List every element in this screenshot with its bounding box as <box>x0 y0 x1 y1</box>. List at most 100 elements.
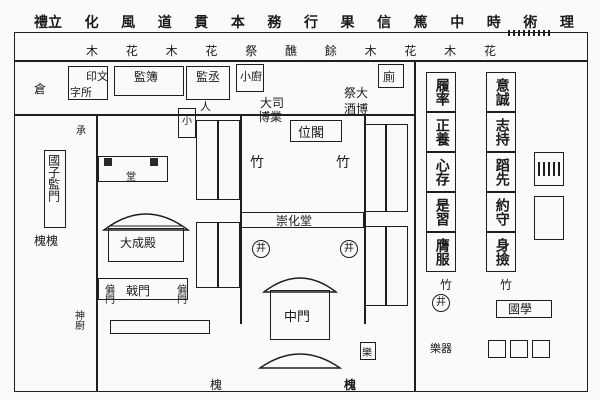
flower-char: 木 <box>444 44 457 58</box>
side-gate-left: 偏門 <box>102 284 114 304</box>
room-col-h <box>386 226 408 306</box>
room-col-g <box>364 226 386 306</box>
cheng-label: 承 <box>76 126 86 137</box>
banner-char: 果 <box>340 15 355 31</box>
banner-hatch-ornament <box>508 30 550 36</box>
guoxue-label: 國學 <box>508 302 533 316</box>
inner-wall-h2 <box>244 114 414 116</box>
xiaochu-label: 小廚 <box>240 70 262 83</box>
jianbo-label: 監簿 <box>134 70 159 84</box>
bamboo-3: 竹 <box>440 278 453 292</box>
flower-char: 木 <box>165 44 178 58</box>
yinwen-label: 印文 <box>86 70 108 83</box>
flower-char: 祭 <box>245 44 258 58</box>
bottom-right-room-3 <box>532 340 550 358</box>
central-gate-label: 中門 <box>284 310 311 325</box>
school-card: 履率 <box>426 72 456 112</box>
banner-char: 貫 <box>194 15 209 31</box>
banner-char: 風 <box>121 15 136 31</box>
zisuo-label: 字所 <box>70 86 92 99</box>
inner-wall-v-left <box>96 114 98 392</box>
flower-char: 花 <box>125 44 138 58</box>
bottom-gate-roof <box>258 353 342 369</box>
bamboo-1: 竹 <box>250 155 264 171</box>
small-room-xiao <box>178 108 196 138</box>
outer-frame <box>14 32 588 392</box>
dasi-label: 大司 <box>260 96 285 110</box>
east-block-top <box>534 152 564 186</box>
bottom-right-room-2 <box>510 340 528 358</box>
flower-char: 醮 <box>284 44 297 58</box>
school-card: 志持 <box>486 112 516 152</box>
room-col-e <box>364 124 386 212</box>
banner-char: 本 <box>230 15 245 31</box>
weige-label: 位閣 <box>298 126 325 141</box>
bottom-center-stamp <box>360 342 376 360</box>
chonghua-hall <box>240 212 364 228</box>
zisuo-box <box>68 66 108 100</box>
east-block-mid <box>534 196 564 240</box>
bottom-huai-right: 槐 <box>344 378 357 392</box>
main-hall <box>108 228 184 262</box>
room-col-a <box>196 120 218 200</box>
huaihuai-label: 槐槐 <box>34 234 59 248</box>
jijiu-label: 祭大 <box>344 86 369 100</box>
well-icon: 井 <box>252 240 270 258</box>
yuli-label: 樂器 <box>430 342 452 355</box>
bottom-center-stamp-label: 樂 <box>362 348 372 359</box>
small-room-xiao-label: 小 <box>182 116 192 127</box>
banner-char: 理 <box>559 15 574 31</box>
jiancheng-label: 監丞 <box>196 70 221 84</box>
guozijian-gate-label: 國子監門 <box>46 154 61 202</box>
bottom-right-room-1 <box>488 340 506 358</box>
flower-char: 餘 <box>324 44 337 58</box>
chonghua-hall-label: 崇化堂 <box>276 214 313 228</box>
flower-char: 木 <box>86 44 99 58</box>
inner-wall-v-right <box>414 60 416 392</box>
school-card: 正養 <box>426 112 456 152</box>
banner-char: 化 <box>84 15 99 31</box>
school-card: 蹈先 <box>486 152 516 192</box>
top-banner: 禮立 化 風 道 貫 本 務 行 果 信 篤 中 時 術 理 <box>34 12 574 32</box>
banner-char: 禮立 <box>34 15 62 31</box>
ji-gate-label: 戟門 <box>126 284 151 298</box>
weige-box <box>290 120 342 142</box>
bottom-huai-left: 槐 <box>210 378 223 392</box>
ce-label: 廁 <box>383 70 396 84</box>
banner-char: 信 <box>377 15 392 31</box>
room-col-b <box>218 120 240 200</box>
flower-row: 木 花 木 花 祭 醮 餘 木 花 木 花 <box>86 42 496 59</box>
school-card: 心存 <box>426 152 456 192</box>
school-card: 約守 <box>486 192 516 232</box>
boye-label: 博業 <box>258 110 283 124</box>
east-fence <box>538 162 560 176</box>
flower-char: 木 <box>364 44 377 58</box>
banner-char: 時 <box>486 15 501 31</box>
stele-frame <box>98 156 168 182</box>
banner-char: 道 <box>157 15 172 31</box>
inner-wall-v-center-right <box>364 114 366 324</box>
stele-bar-2 <box>150 158 158 166</box>
banner-char: 術 <box>523 15 538 31</box>
room-col-c <box>196 222 218 288</box>
guoxue-box <box>496 300 552 318</box>
cang-label: 倉 <box>34 82 47 96</box>
flower-row-line <box>14 60 588 62</box>
well-icon: 井 <box>432 294 450 312</box>
inner-wall-h1 <box>14 114 244 116</box>
main-hall-label: 大成殿 <box>120 236 157 250</box>
jianbo-box <box>114 66 184 96</box>
shenchu-label: 神廚 <box>72 310 84 330</box>
ji-gate <box>98 278 188 300</box>
ce-box <box>378 64 404 88</box>
jiujiu-label: 酒博 <box>344 102 369 116</box>
ren-label: 人 <box>200 100 211 113</box>
room-col-d <box>218 222 240 288</box>
jiancheng-box <box>186 66 230 100</box>
school-card: 是習 <box>426 192 456 232</box>
guozijian-gate <box>44 150 66 228</box>
flower-char: 花 <box>205 44 218 58</box>
school-card: 膺服 <box>426 232 456 272</box>
central-gate-roof <box>262 277 338 293</box>
